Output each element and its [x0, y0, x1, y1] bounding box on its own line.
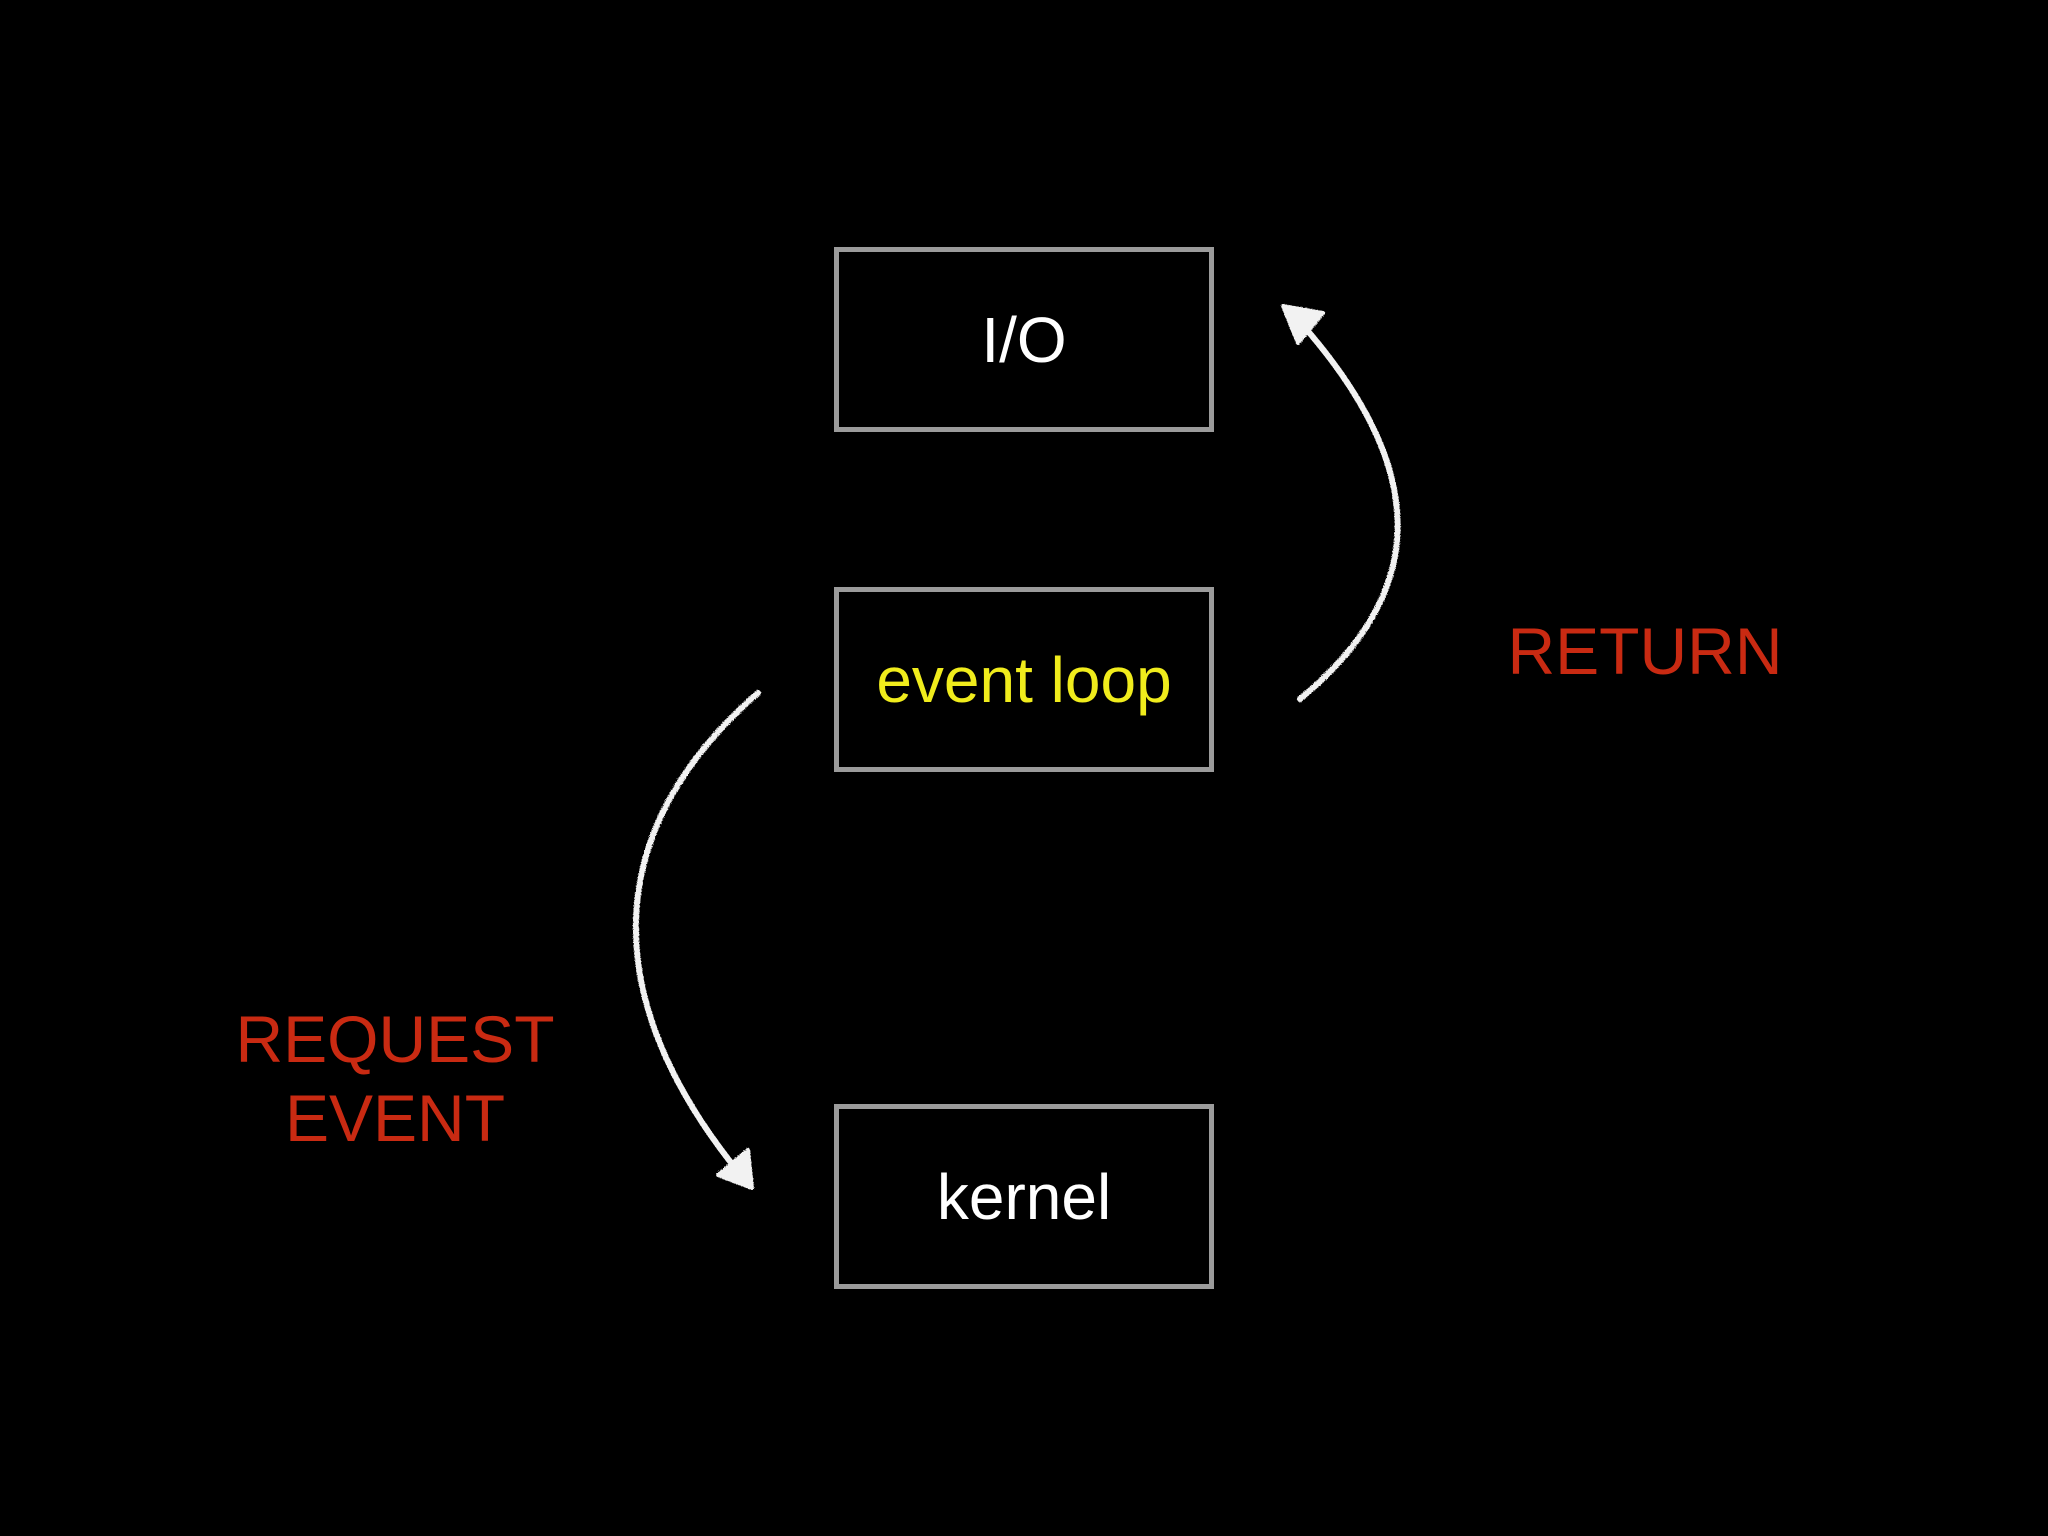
event-loop-label: event loop [876, 643, 1172, 716]
return-annotation: RETURN [1490, 612, 1800, 691]
request-label-line-2: EVENT [284, 1081, 506, 1156]
request-event-annotation: REQUEST EVENT [200, 1000, 590, 1158]
curved-arrow-down-icon [632, 690, 761, 1190]
kernel-label: kernel [936, 1160, 1112, 1233]
return-label-text: RETURN [1507, 614, 1783, 688]
io-label: I/O [981, 303, 1067, 376]
curved-arrow-up-icon [1281, 304, 1401, 702]
io-box: I/O [834, 247, 1214, 432]
kernel-box: kernel [834, 1104, 1214, 1289]
request-label-line-1: REQUEST [235, 1002, 555, 1076]
event-loop-box: event loop [834, 587, 1214, 772]
